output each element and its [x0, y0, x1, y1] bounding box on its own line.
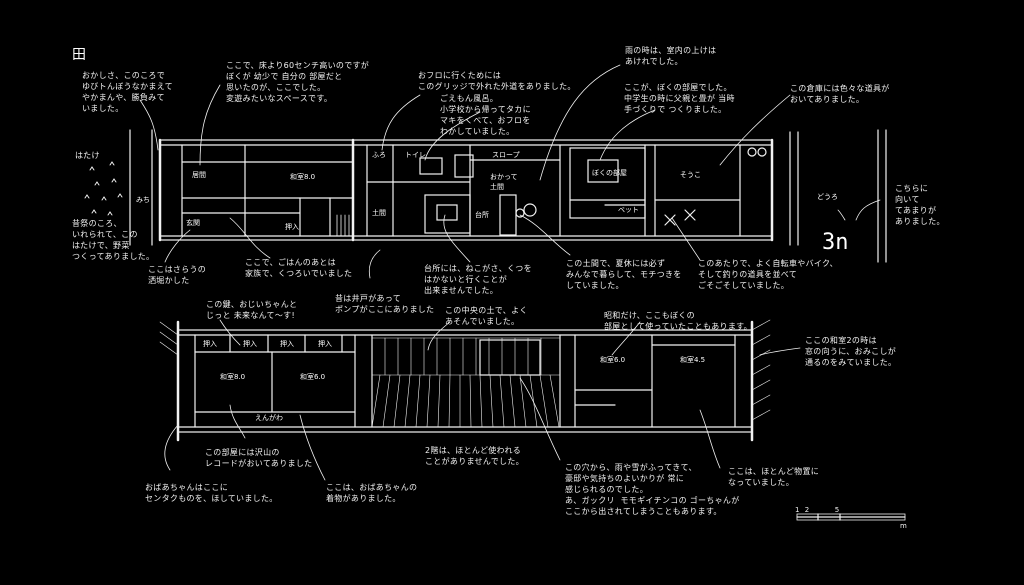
note-25: この穴から、雨や雪がふってきて、 豪邸や気持ちのよいかりが 常に 感じられるので…: [565, 463, 740, 516]
room-label-closet-3: 押入: [280, 340, 294, 348]
note-26: ここは、ほとんど物置に なっていました。: [728, 467, 820, 487]
note-9: 昔祭のころ、 いれられて、この はたけで、野菜 つくってありました。: [72, 219, 155, 261]
room-label-washitsu45: 和室4.5: [680, 356, 706, 364]
room-label-storage: そうこ: [680, 171, 701, 179]
room-label-genkan: 玄関: [186, 219, 200, 227]
note-11: ここで、ごはんのあとは 家族で、くつろいでいました: [245, 258, 353, 278]
note-1: おかしさ、このころで ゆびトんぼうなかまえて やかまんや、勝負みて いました。: [82, 71, 173, 113]
room-label-bed: ベット: [618, 206, 639, 214]
room-label-washitsu: 和室8.0: [290, 173, 316, 181]
note-16: こちらに 向いて てあまりが ありました。: [895, 184, 945, 226]
room-label-okatte-doma: おかって 土間: [490, 173, 518, 191]
note-6: ここが、ぼくの部屋でした。 中学生の時に父親と畳が 当時 手づくりで つくりまし…: [624, 83, 735, 114]
upper-floor-plan: [159, 319, 771, 442]
note-22: おばあちゃんはここに センタクものを、ほしていました。: [145, 483, 278, 503]
note-17: この鍵、おじいちゃんと じっと 未来なんて〜す!: [206, 300, 298, 320]
scale-bar-labels: 1 2 5: [795, 506, 840, 514]
room-label-closet-2: 押入: [243, 340, 257, 348]
room-label-closet-1: 押入: [203, 340, 217, 348]
note-4: ごえもん風呂。 小学校から帰ってタカに マキをくべて、おフロを わかしていました…: [440, 94, 531, 136]
note-19: 昭和だけ、ここもぼくの 部屋として使っていたこともあります。: [604, 311, 752, 331]
label-path: みち: [136, 196, 150, 204]
note-21: この部屋には沢山の レコードがおいてありました: [205, 448, 313, 468]
room-label-washitsu6-right: 和室6.0: [600, 356, 626, 364]
room-label-ima: 居間: [192, 171, 206, 179]
scale-bar: [796, 513, 906, 521]
room-label-kitchen: 台所: [475, 211, 489, 219]
leader-lines: [139, 64, 881, 481]
label-road: どうろ: [817, 193, 838, 201]
room-label-closet-4: 押入: [318, 340, 332, 348]
room-label-engawa: えんがわ: [255, 414, 283, 422]
room-label-toilet: トイレ: [405, 151, 426, 159]
room-label-doma: 土間: [372, 209, 386, 217]
note-2: ここで、床より60センチ高いのですが ぼくが 幼少で 自分の 部屋だと 思いたの…: [226, 61, 370, 103]
note-24: 2階は、ほとんど使われる ことがありませんでした。: [425, 446, 524, 466]
room-label-oshiire: 押入: [285, 223, 299, 231]
room-label-washitsu8-upper: 和室8.0: [220, 373, 246, 381]
note-20: ここの和室2の時は 窓の向うに、おみこしが 通るのをみていました。: [805, 336, 897, 367]
label-3n: 3n: [822, 230, 849, 255]
note-14: この土間で、夏休には必ず みんなで暮らして、モチつきを していました。: [566, 259, 682, 290]
note-18: この中央の土で、よく あそんでいました。: [445, 306, 528, 326]
note-3: おフロに行くためには このグリッジで外れた外道をありました。: [418, 71, 576, 91]
note-12: 昔は井戸があって ポンプがここにありました: [335, 294, 435, 314]
room-label-slope: スロープ: [492, 151, 520, 159]
scale-bar-unit: m: [900, 522, 908, 530]
grid-symbol: 田: [72, 47, 86, 63]
ground-floor-plan: [84, 129, 887, 263]
note-8: はたけ: [75, 151, 100, 160]
note-13: 台所には、ねこがさ、くつを はかないと行くことが 出来ませんでした。: [424, 264, 532, 295]
note-5: 雨の時は、室内の上けは あけれでした。: [625, 46, 717, 66]
room-label-washitsu6-upper: 和室6.0: [300, 373, 326, 381]
note-23: ここは、おばあちゃんの 着物がありました。: [326, 483, 418, 503]
note-10: ここはさらうの 洒堀かした: [148, 265, 207, 285]
room-label-furo: ふろ: [372, 151, 386, 159]
room-label-my-room: ぼくの部屋: [592, 169, 627, 177]
note-15: このあたりで、よく自転車やバイク、 そして釣りの道具を並べて ごそごそしていまし…: [698, 259, 838, 290]
note-7: この倉庫には色々な道具が おいてありました。: [790, 84, 890, 104]
